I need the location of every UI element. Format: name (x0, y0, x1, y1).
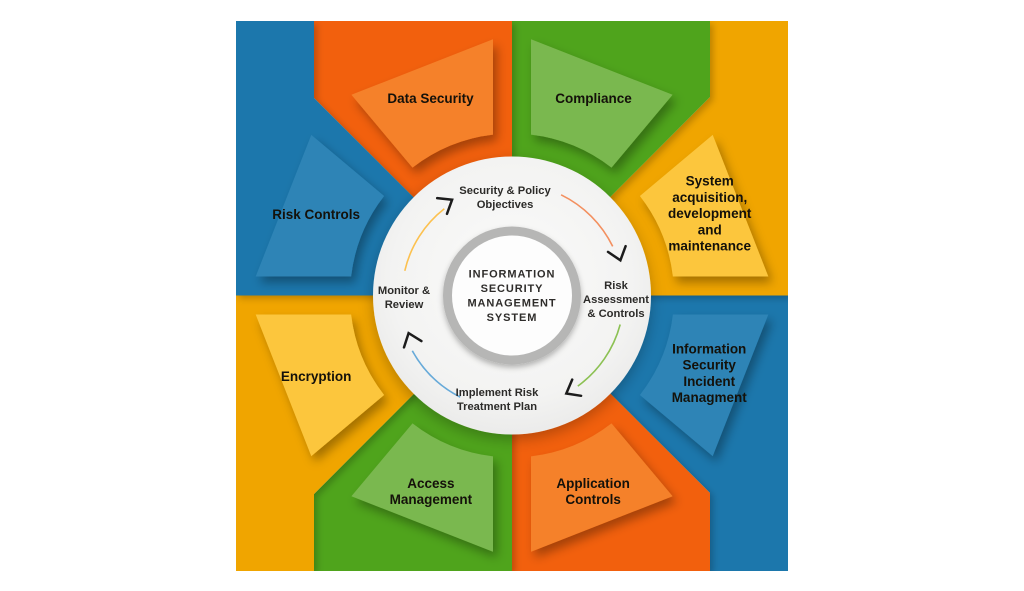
wedge-label-encryption: Encryption (281, 369, 352, 384)
cycle-step-line: Risk (604, 280, 628, 292)
arrow-objectives-to-risk-assessment (560, 194, 627, 263)
wedge-encryption: Encryption (255, 314, 385, 457)
wedge-shape-compliance (531, 39, 673, 168)
wedge-label-line: Incident (683, 374, 735, 389)
wedge-label-line: development (668, 206, 752, 221)
wedge-label-risk-controls: Risk Controls (272, 207, 360, 222)
cycle-step-line: & Controls (587, 308, 644, 320)
arrow-objectives-to-risk-assessment-arrowhead-icon (606, 244, 627, 263)
arrow-monitor-to-objectives (404, 196, 454, 271)
wedge-label-line: acquisition, (672, 190, 747, 205)
wedge-label-line: Information (672, 341, 746, 356)
wedge-label-line: Compliance (555, 91, 632, 106)
cycle-step-line: Review (385, 299, 424, 311)
diagram-title-line: SYSTEM (487, 312, 538, 324)
cycle-step-line: Monitor & (378, 285, 430, 297)
wedge-label-line: Security (683, 358, 737, 373)
arrow-risk-assessment-to-implement-curve (577, 324, 621, 387)
wedge-compliance: Compliance (531, 39, 673, 168)
wedge-shape-information-security-incident-managment (639, 314, 769, 457)
arrow-risk-assessment-to-implement-arrowhead-icon (564, 378, 583, 398)
wedge-label-line: Risk Controls (272, 207, 360, 222)
diagram-title: INFORMATION SECURITY MANAGEMENT SYSTEM (467, 269, 556, 324)
cycle-step-line: Security & Policy (459, 185, 551, 197)
wedge-label-line: System (686, 174, 734, 189)
hub-circle (452, 235, 572, 356)
wedge-label-line: Management (390, 492, 473, 507)
cycle-step-line: Treatment Plan (457, 401, 537, 413)
arrow-implement-to-monitor (402, 331, 461, 398)
arrow-risk-assessment-to-implement (564, 324, 621, 398)
cycle-step-line: Implement Risk (456, 387, 539, 399)
cycle-step-line: Objectives (477, 199, 534, 211)
wedge-data-security: Data Security (351, 39, 493, 168)
diagram-title-line: SECURITY (481, 283, 544, 295)
wedge-shape-access-management (351, 423, 493, 552)
wedge-label-line: Application (556, 476, 630, 491)
wedge-label-line: Access (407, 476, 454, 491)
arrow-implement-to-monitor-arrowhead-icon (402, 331, 423, 349)
arrow-monitor-to-objectives-curve (404, 208, 445, 271)
wedge-shape-encryption (255, 314, 385, 457)
diagram-title-line: MANAGEMENT (467, 298, 556, 310)
arrow-objectives-to-risk-assessment-curve (560, 194, 614, 247)
wedge-label-data-security: Data Security (387, 91, 474, 106)
wedge-label-line: and (698, 222, 722, 237)
wedge-label-line: Controls (565, 492, 621, 507)
wedge-shape-system-acquisition-development-maintenance (639, 134, 769, 277)
wedge-risk-controls: Risk Controls (255, 134, 385, 277)
wedge-shape-application-controls (531, 423, 673, 552)
cycle-step-monitor-review: Monitor & Review (378, 285, 430, 311)
wedge-shape-data-security (351, 39, 493, 168)
arrow-monitor-to-objectives-arrowhead-icon (435, 196, 454, 216)
wedge-label-compliance: Compliance (555, 91, 632, 106)
wedge-label-line: Managment (672, 390, 748, 405)
wedge-label-line: Data Security (387, 91, 474, 106)
wedge-label-line: Encryption (281, 369, 352, 384)
wedge-label-line: maintenance (668, 239, 751, 254)
cycle-step-line: Assessment (583, 294, 649, 306)
diagram-title-line: INFORMATION (469, 269, 556, 281)
wedge-shape-risk-controls (255, 134, 385, 277)
arrow-implement-to-monitor-curve (411, 350, 461, 398)
